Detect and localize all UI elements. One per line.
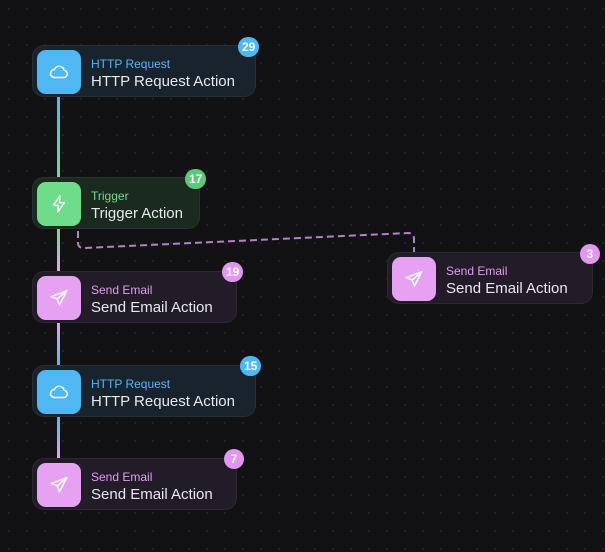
node-trigger[interactable]: Trigger Trigger Action: [32, 177, 200, 229]
paper-plane-icon: [50, 289, 68, 306]
cloud-icon: [49, 65, 68, 79]
cloud-icon: [49, 385, 68, 399]
node-icon-box: [37, 370, 81, 414]
count-badge: 19: [222, 262, 244, 282]
node-http-request[interactable]: HTTP Request HTTP Request Action: [32, 365, 256, 417]
node-http-request[interactable]: HTTP Request HTTP Request Action: [32, 45, 256, 97]
node-icon-box: [37, 182, 81, 226]
count-badge: 17: [185, 169, 207, 189]
node-send-email[interactable]: Send Email Send Email Action: [32, 271, 237, 323]
node-type-label: HTTP Request: [91, 57, 171, 71]
node-action-label: HTTP Request Action: [91, 73, 235, 90]
node-icon-box: [37, 50, 81, 94]
node-type-label: Trigger: [91, 189, 129, 203]
node-icon-box: [37, 276, 81, 320]
connector-email-http[interactable]: [57, 322, 60, 366]
count-badge: 7: [224, 449, 244, 469]
node-icon-box: [392, 257, 436, 301]
node-type-label: Send Email: [91, 283, 153, 297]
lightning-bolt-icon: [52, 195, 66, 213]
connector-trigger-email-branch[interactable]: [77, 231, 415, 254]
paper-plane-icon: [50, 476, 68, 493]
node-action-label: HTTP Request Action: [91, 393, 235, 410]
node-send-email-branch[interactable]: Send Email Send Email Action: [387, 252, 593, 304]
count-badge: 15: [240, 356, 262, 376]
connector-http-trigger[interactable]: [57, 96, 60, 180]
node-action-label: Trigger Action: [91, 205, 183, 222]
count-badge: 3: [580, 244, 600, 264]
node-send-email[interactable]: Send Email Send Email Action: [32, 458, 237, 510]
node-type-label: Send Email: [446, 264, 508, 278]
node-action-label: Send Email Action: [91, 486, 213, 503]
node-icon-box: [37, 463, 81, 507]
count-badge: 29: [238, 37, 260, 57]
node-type-label: Send Email: [91, 470, 153, 484]
paper-plane-icon: [405, 270, 423, 287]
node-action-label: Send Email Action: [446, 280, 568, 297]
node-action-label: Send Email Action: [91, 299, 213, 316]
node-type-label: HTTP Request: [91, 377, 171, 391]
connector-trigger-email[interactable]: [57, 228, 60, 272]
connector-http-email[interactable]: [57, 416, 60, 460]
